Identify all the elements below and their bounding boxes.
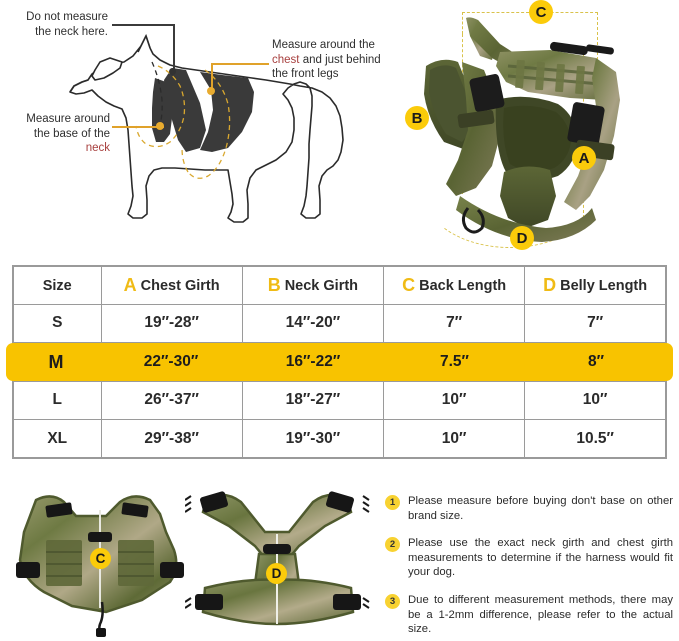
highlighted-row-m: M 22″-30″ 16″-22″ 7.5″ 8″	[12, 343, 667, 381]
cell-neck: 18″-27″	[241, 380, 385, 420]
purchase-notes-list: 1 Please measure before buying don't bas…	[385, 494, 673, 641]
product-photo-back-panel: C	[10, 488, 190, 638]
cell-chest: 29″-38″	[100, 419, 243, 459]
label-do-not-measure-neck: Do not measure the neck here.	[26, 11, 108, 38]
leader-line-no-neck	[112, 24, 174, 26]
note-text: Please use the exact neck girth and ches…	[408, 537, 673, 579]
hero-harness-photo: C B A D	[400, 0, 679, 252]
header-size: Size	[12, 265, 102, 305]
leader-dot-neck	[156, 122, 164, 130]
product-photo-belly-panel: D	[184, 488, 370, 638]
cell-size: XL	[12, 419, 102, 459]
cell-back: 7″	[382, 303, 526, 343]
cell-back: 7.5″	[440, 353, 469, 370]
badge-c-bottom: C	[90, 548, 111, 569]
cell-size: S	[12, 303, 102, 343]
leader-line-no-neck-vertical	[173, 24, 175, 71]
chest-rest: and just behind	[299, 53, 381, 66]
note-item: 3 Due to different measurement methods, …	[385, 593, 673, 637]
header-letter-a: A	[123, 274, 137, 295]
note-text: Please measure before buying don't base …	[408, 495, 673, 522]
cell-chest: 26″-37″	[100, 380, 243, 420]
guide-back-length-right	[597, 12, 598, 60]
cell-belly: 7″	[524, 303, 667, 343]
header-letter-b: B	[267, 274, 281, 295]
label-measure-neck-base: Measure around the base of the neck	[4, 112, 110, 156]
badge-d-bottom: D	[266, 563, 287, 584]
header-letter-d: D	[543, 274, 557, 295]
label-measure-chest: Measure around the chest and just behind…	[272, 39, 381, 80]
leader-dot-chest	[207, 87, 215, 95]
badge-b-hero: B	[405, 106, 429, 130]
cell-neck: 19″-30″	[241, 419, 385, 459]
note-item: 1 Please measure before buying don't bas…	[385, 494, 673, 523]
table-row: XL 29″-38″ 19″-30″ 10″ 10.5″	[12, 419, 667, 459]
leader-line-neck	[112, 126, 164, 128]
cell-neck: 14″-20″	[241, 303, 385, 343]
badge-c-hero: C	[529, 0, 553, 24]
badge-d-hero: D	[510, 226, 534, 250]
cell-chest: 22″-30″	[143, 353, 199, 370]
note-number: 1	[385, 495, 400, 510]
cell-neck: 16″-22″	[285, 353, 341, 370]
cell-belly: 10″	[524, 380, 667, 420]
note-number: 3	[385, 593, 400, 609]
guide-belly-length	[424, 140, 596, 248]
leader-line-chest	[211, 63, 269, 65]
header-letter-c: C	[402, 274, 416, 295]
leader-dot-no-neck	[169, 68, 176, 75]
highlighted-row-background	[6, 343, 673, 381]
cell-back: 10″	[382, 380, 526, 420]
cell-belly: 8″	[587, 353, 605, 370]
top-illustration-section: Do not measure the neck here. Measure ar…	[0, 0, 679, 252]
neck-keyword: neck	[85, 142, 110, 154]
dog-measurement-diagram	[69, 33, 344, 223]
leader-line-chest-vertical	[211, 63, 213, 90]
cell-belly: 10.5″	[524, 419, 667, 459]
cell-back: 10″	[382, 419, 526, 459]
note-text: Due to different measurement methods, th…	[408, 593, 673, 636]
cell-chest: 19″-28″	[100, 303, 243, 343]
cell-size: L	[12, 380, 102, 420]
table-row: L 26″-37″ 18″-27″ 10″ 10″	[12, 380, 667, 420]
cell-size: M	[48, 351, 64, 372]
chest-keyword: chest	[272, 53, 300, 66]
badge-a-hero: A	[572, 146, 596, 170]
guide-back-length-left	[462, 12, 463, 34]
note-item: 2 Please use the exact neck girth and ch…	[385, 536, 673, 580]
note-number: 2	[385, 537, 400, 553]
table-row: S 19″-28″ 14″-20″ 7″ 7″	[12, 303, 667, 343]
